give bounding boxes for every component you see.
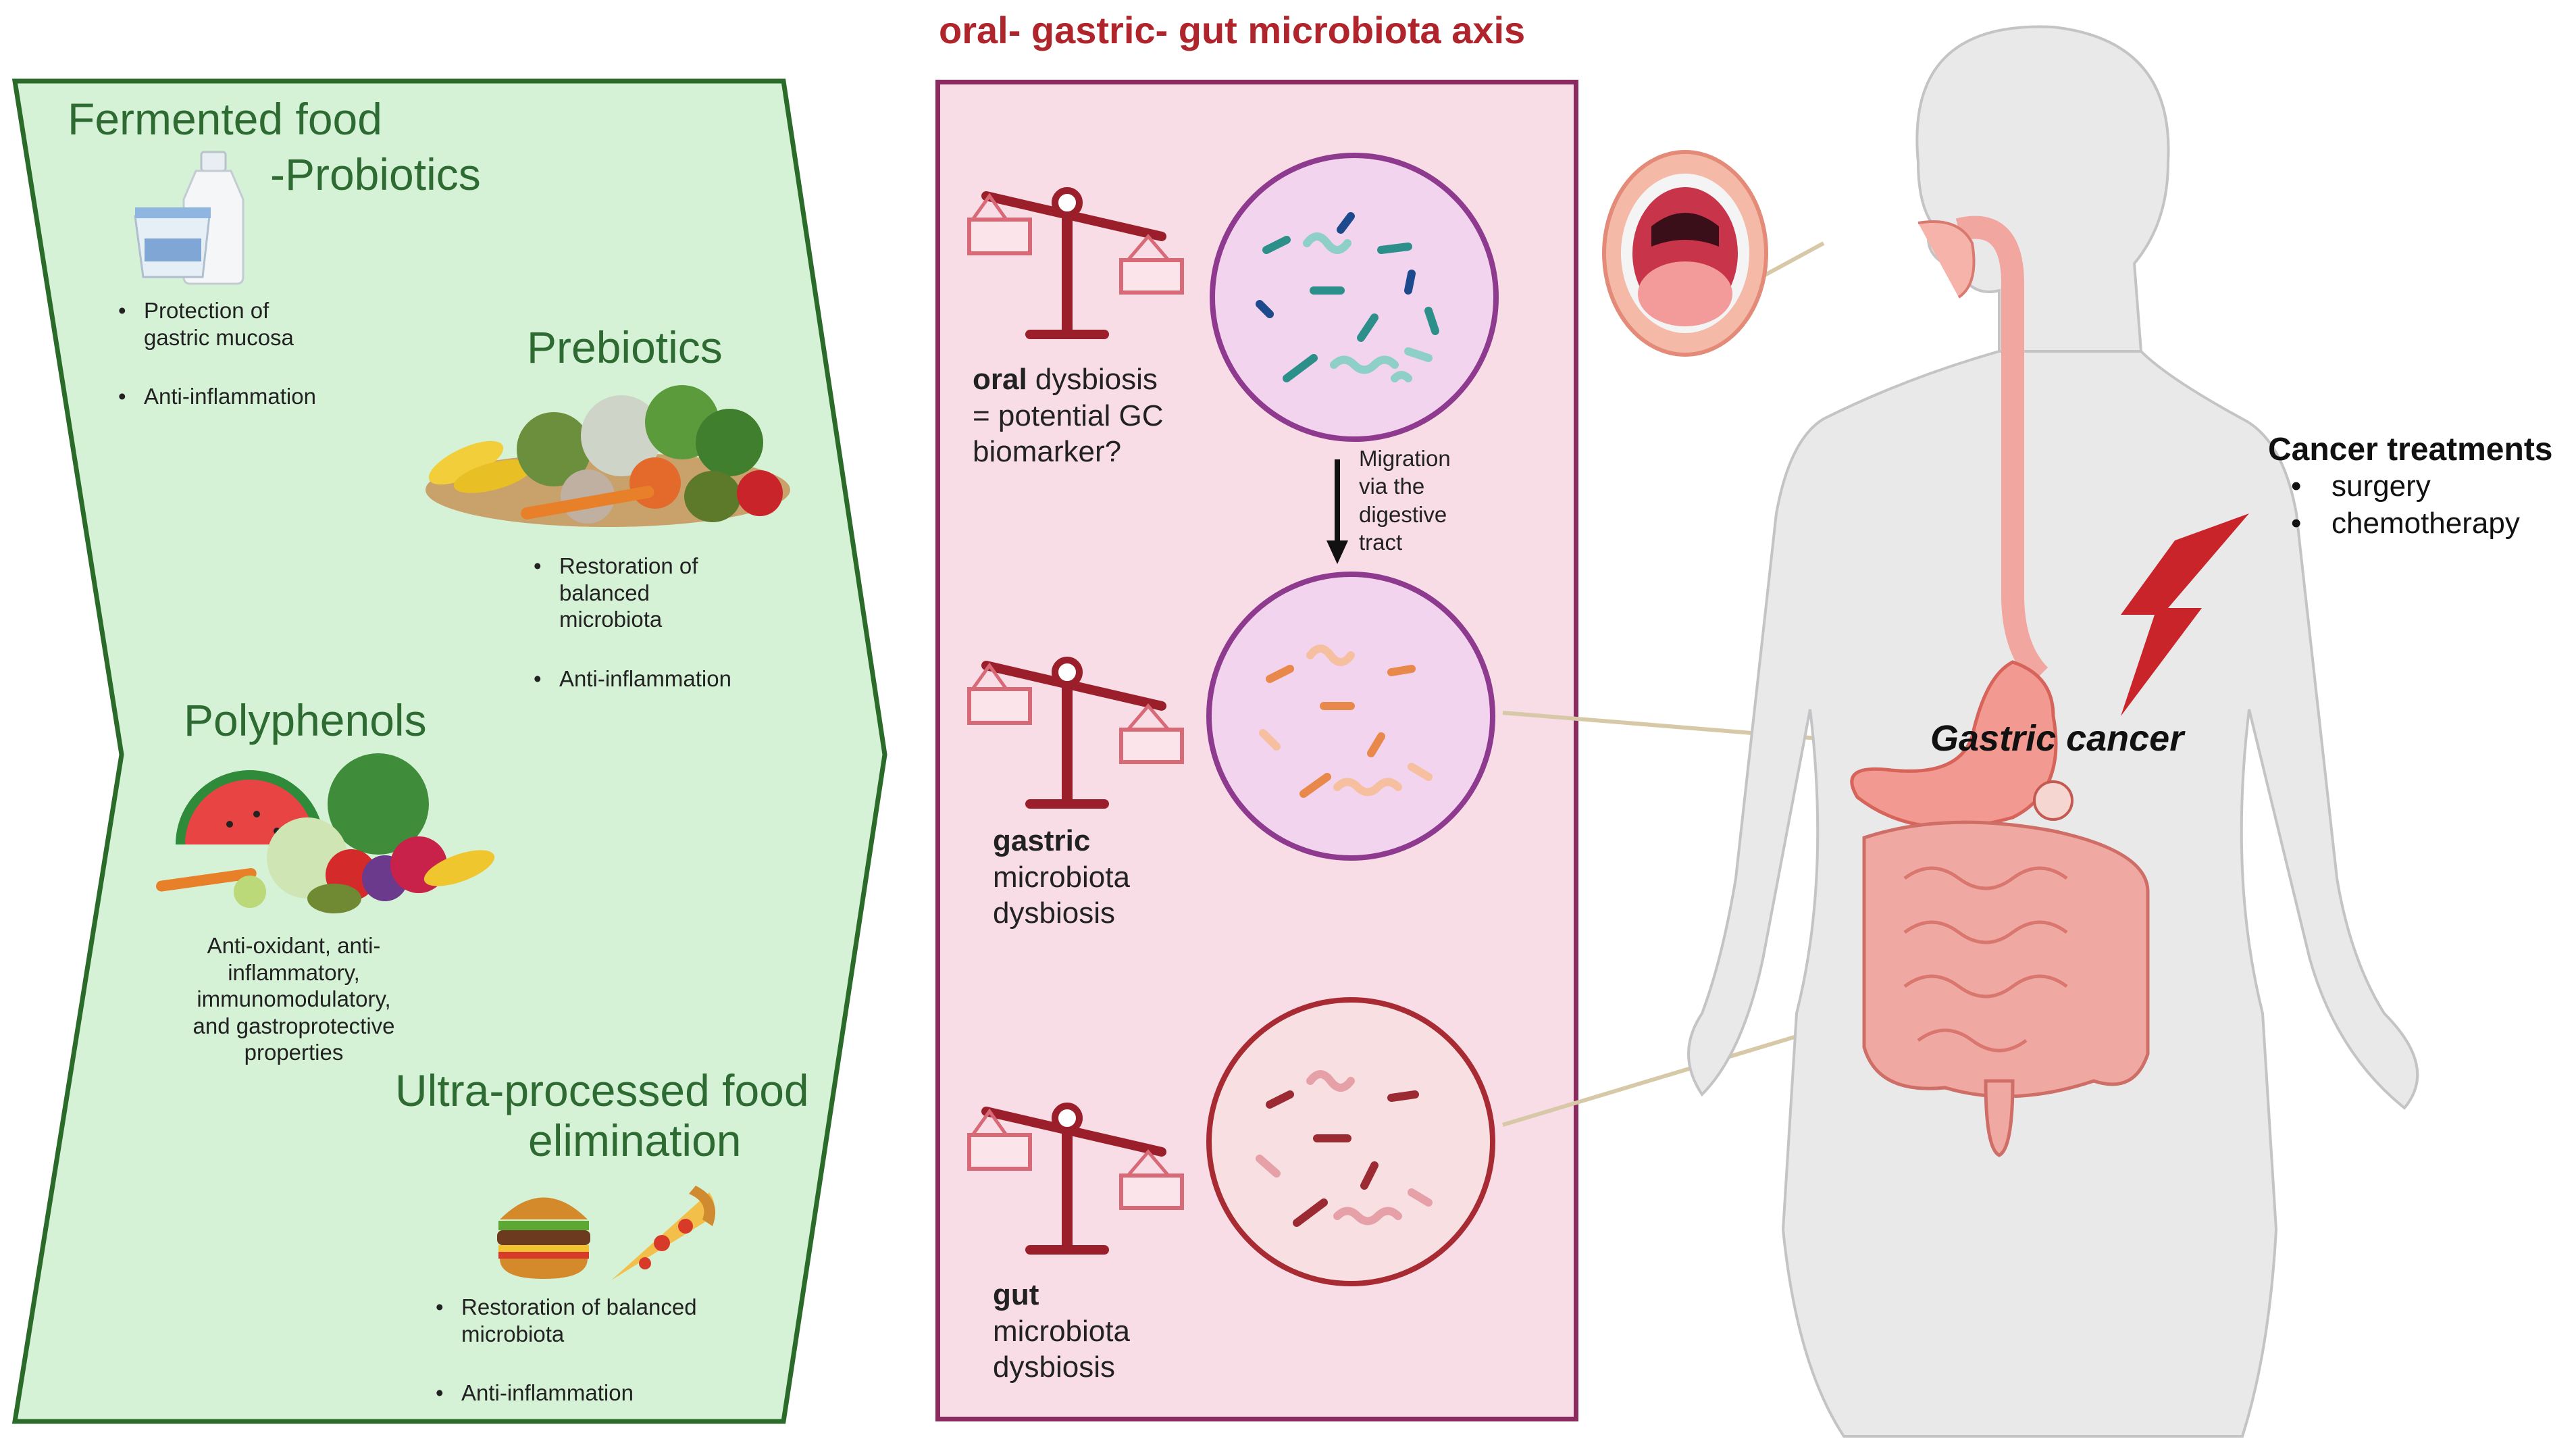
gut-bold: gut: [993, 1278, 1039, 1311]
gastric-line3: dysbiosis: [993, 897, 1115, 930]
gastric-dysbiosis-label: gastric microbiota dysbiosis: [993, 823, 1130, 932]
ultra-bullets: Restoration of balanced microbiota Anti-…: [436, 1294, 740, 1439]
balance-scale-icon: [967, 1103, 1184, 1255]
ultra-bullet-2: Anti-inflammation: [436, 1380, 740, 1407]
elimination-title: elimination: [528, 1115, 742, 1165]
fermented-food-title: Fermented food: [68, 94, 382, 144]
treatment-item: •chemotherapy: [2291, 507, 2520, 540]
oral-line3: biomarker?: [973, 435, 1122, 469]
gastric-cancer-label: Gastric cancer: [1930, 718, 2184, 759]
probiotics-title: -Probiotics: [270, 149, 481, 199]
oral-bold: oral: [973, 363, 1027, 396]
treatment-surgery: surgery: [2332, 470, 2431, 503]
oral-dysbiosis-label: oral dysbiosis = potential GC biomarker?: [973, 361, 1164, 470]
gut-line2: microbiota: [993, 1314, 1130, 1348]
treatment-item: •surgery: [2291, 470, 2431, 503]
vegetables-icon: [426, 385, 790, 527]
balance-scale-icon: [967, 187, 1184, 339]
fermented-bullets: Protection of gastric mucosa Anti-inflam…: [118, 297, 321, 443]
oral-rest: dysbiosis: [1027, 363, 1158, 396]
polyphenols-description: Anti-oxidant, anti-inflammatory, immunom…: [192, 933, 395, 1065]
gastric-bold: gastric: [993, 824, 1091, 857]
burger-pizza-icon: [497, 1186, 716, 1280]
axis-title: oral- gastric- gut microbiota axis: [939, 9, 1526, 51]
migration-line1: Migration: [1359, 446, 1451, 471]
prebiotics-bullet-2: Anti-inflammation: [534, 665, 736, 692]
treatment-chemotherapy: chemotherapy: [2332, 507, 2520, 540]
lightning-bolt-icon: [2121, 513, 2249, 716]
gut-dysbiosis-label: gut microbiota dysbiosis: [993, 1277, 1130, 1386]
gut-microbiota-circle: [1206, 997, 1495, 1286]
migration-label: Migration via the digestive tract: [1359, 445, 1451, 556]
prebiotics-title: Prebiotics: [527, 322, 723, 372]
migration-line2: via the: [1359, 474, 1425, 499]
human-body-illustration: [1687, 25, 2419, 1438]
fermented-bullet-1: Protection of gastric mucosa: [118, 297, 321, 351]
cancer-treatments-title: Cancer treatments: [2268, 432, 2553, 468]
prebiotics-bullet-1: Restoration of balanced microbiota: [534, 553, 736, 633]
gastric-line2: microbiota: [993, 860, 1130, 894]
balance-scale-icon: [967, 657, 1184, 809]
gut-line3: dysbiosis: [993, 1350, 1115, 1384]
migration-line3: digestive: [1359, 501, 1447, 527]
migration-line4: tract: [1359, 529, 1403, 555]
ultra-processed-title: Ultra-processed food: [395, 1065, 809, 1115]
open-mouth-illustration: [1602, 150, 1768, 357]
ultra-bullet-1: Restoration of balanced microbiota: [436, 1294, 740, 1347]
prebiotics-bullets: Restoration of balanced microbiota Anti-…: [534, 553, 736, 724]
yogurt-bottle-icon: [134, 151, 244, 285]
fermented-bullet-2: Anti-inflammation: [118, 383, 321, 410]
oral-line2: = potential GC: [973, 399, 1164, 432]
gastric-microbiota-circle: [1206, 572, 1495, 861]
polyphenols-title: Polyphenols: [184, 695, 427, 745]
oral-microbiota-circle: [1210, 153, 1499, 442]
treatments-list: •surgery •chemotherapy: [2291, 468, 2520, 542]
fruits-icon: [156, 753, 495, 913]
migration-arrow: [1326, 459, 1348, 564]
